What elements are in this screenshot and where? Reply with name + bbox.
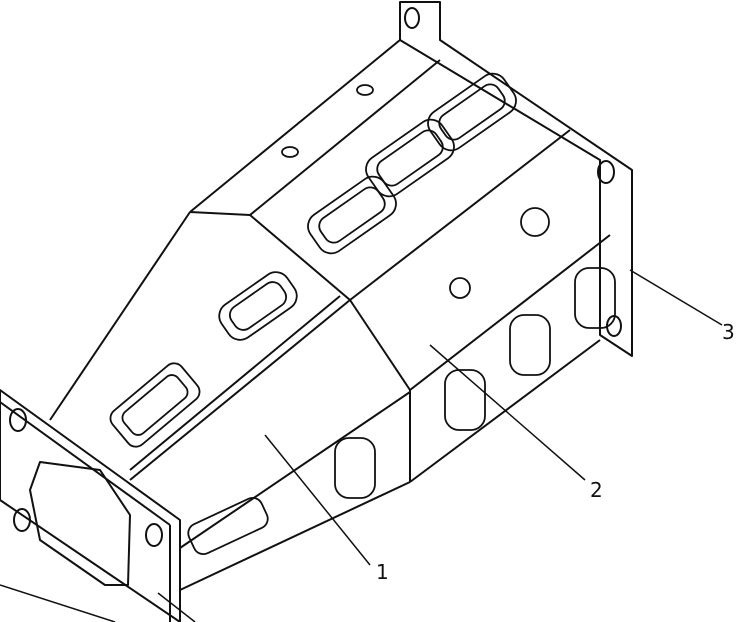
right-flange-plate xyxy=(399,1,633,357)
slots xyxy=(109,72,616,556)
leader-line-3 xyxy=(629,269,723,326)
part-label-3: 3 xyxy=(722,320,735,344)
part-label-2: 2 xyxy=(590,478,603,502)
left-flange-plate xyxy=(0,389,181,622)
leader-lines xyxy=(0,269,723,622)
leader-line-2 xyxy=(429,344,586,481)
frame-body xyxy=(49,39,611,591)
leader-line-1 xyxy=(264,434,371,566)
leader-line-cut-b xyxy=(157,592,196,622)
leader-line-cut-a xyxy=(0,584,116,622)
part-label-1: 1 xyxy=(376,560,389,584)
